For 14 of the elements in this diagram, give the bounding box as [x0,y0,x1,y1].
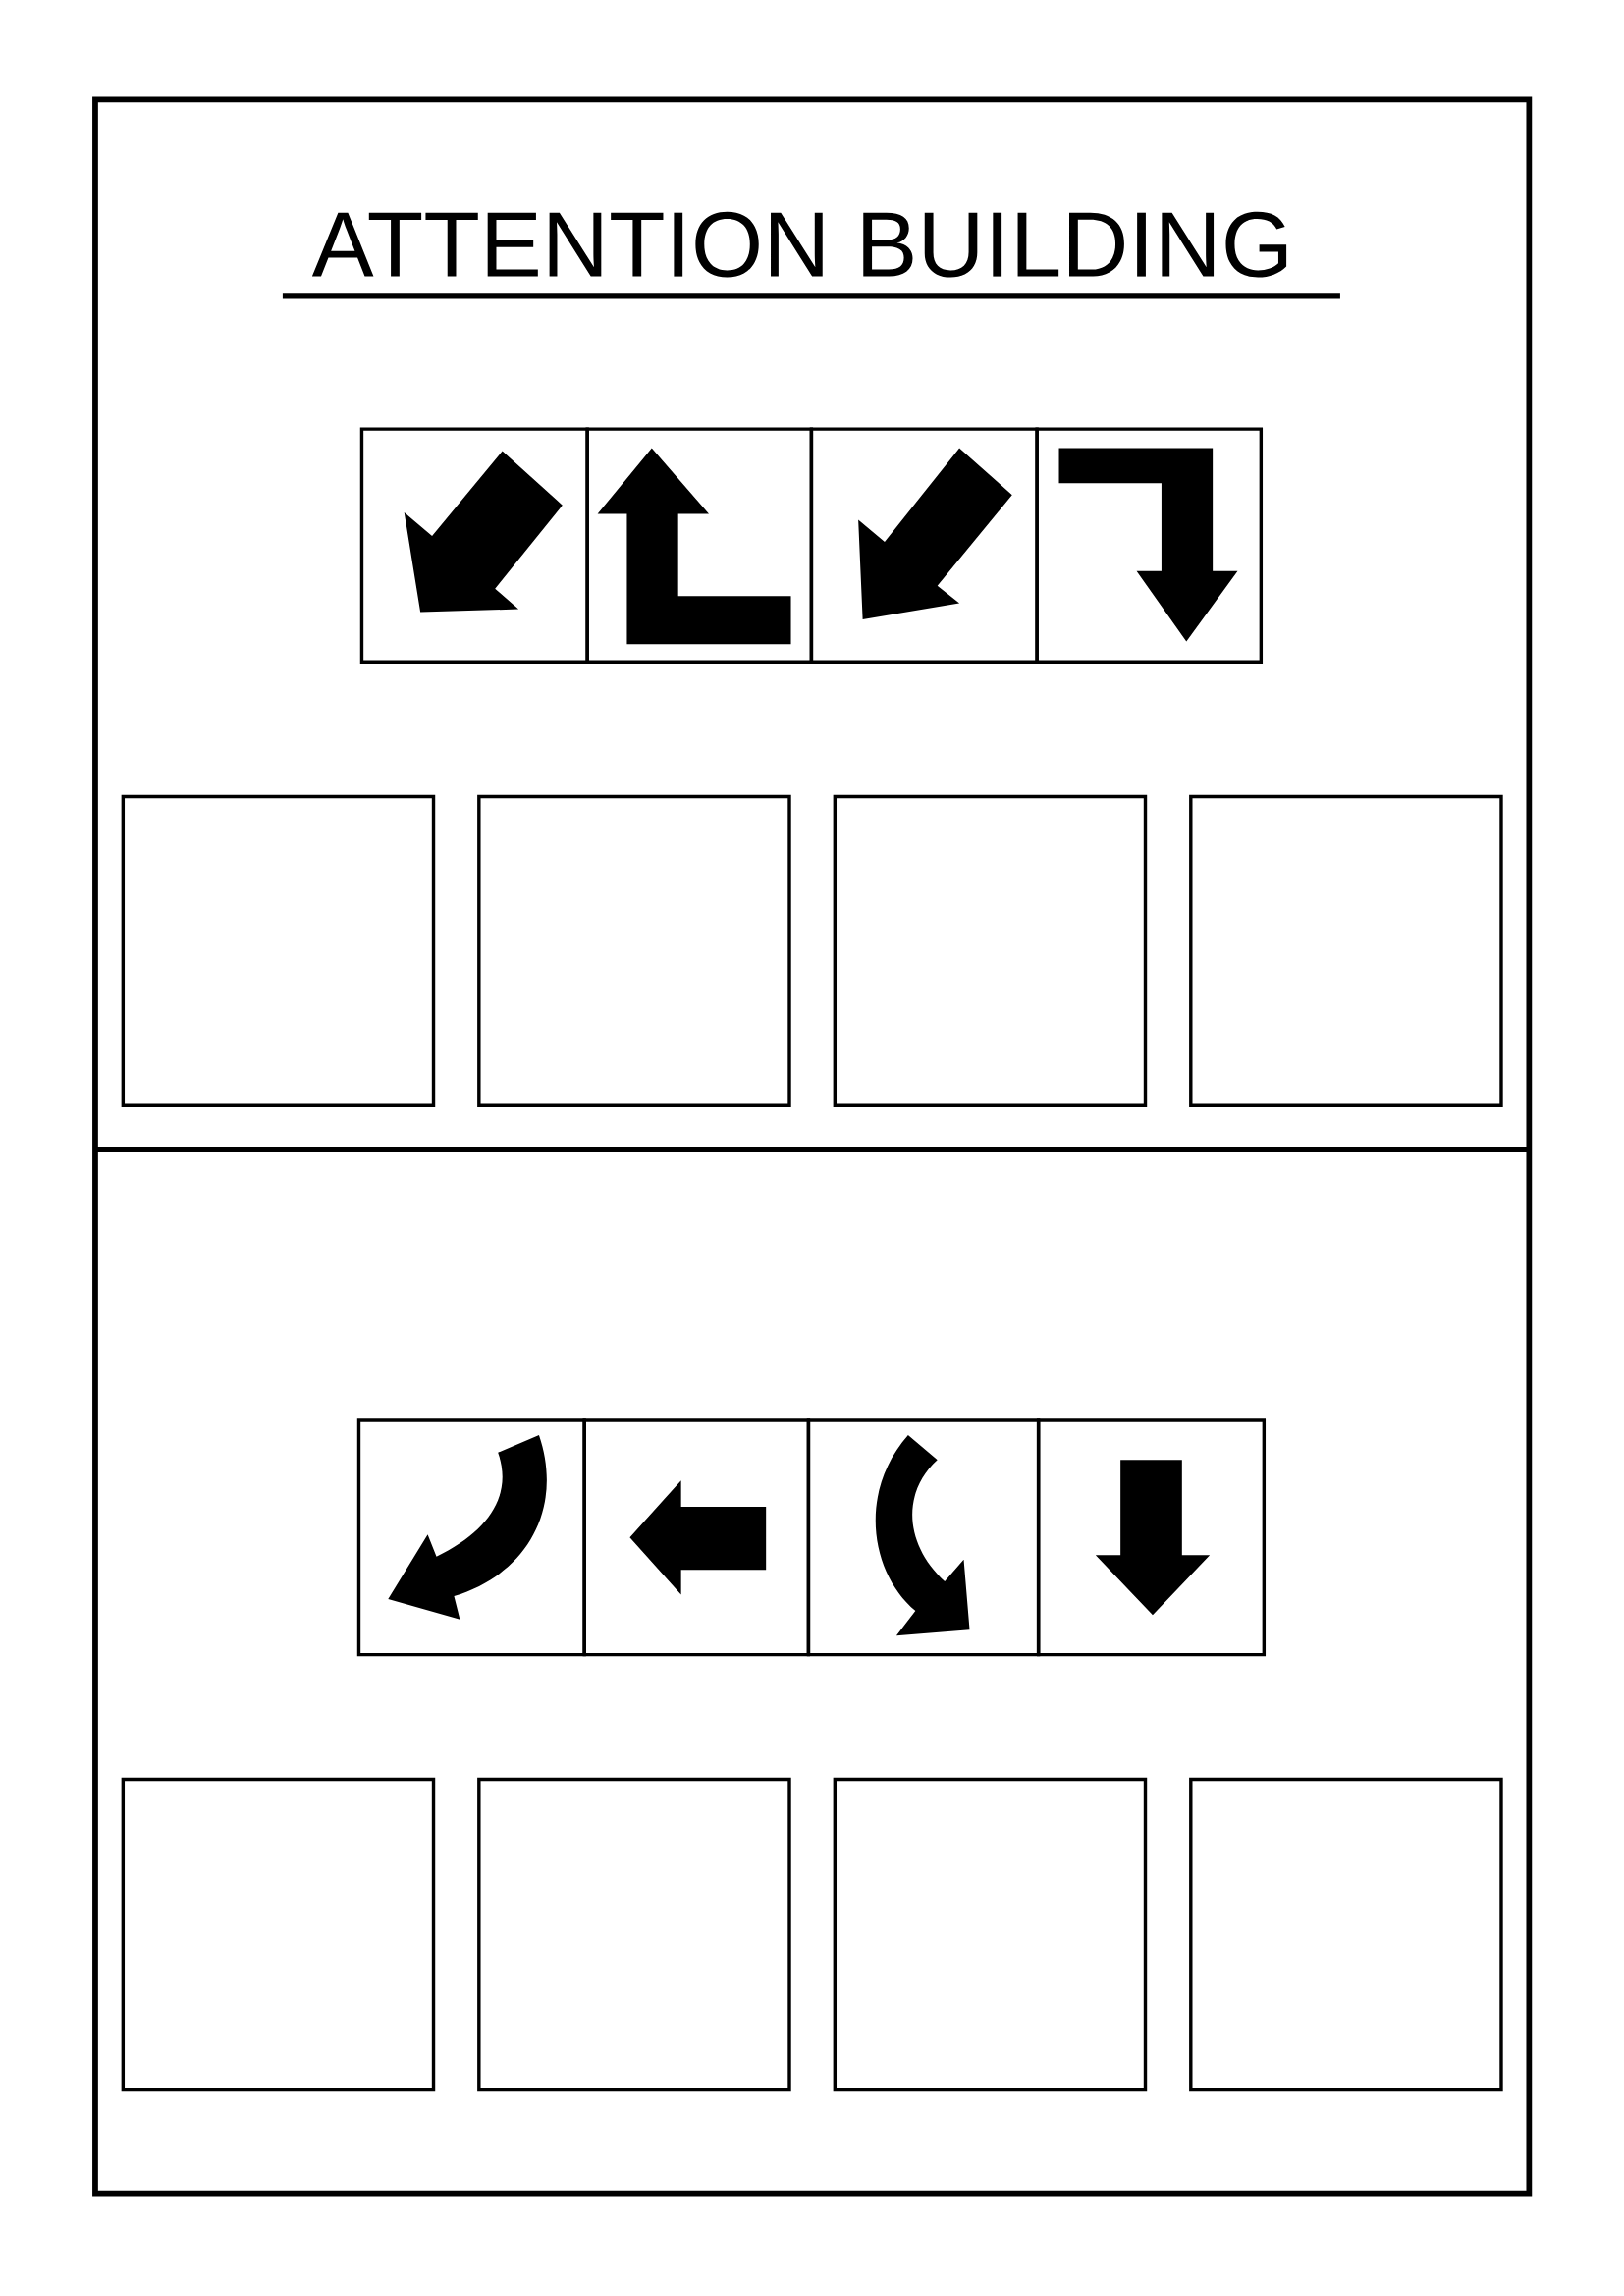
answer-box [476,794,791,1107]
answer-box [1188,794,1503,1107]
answer-box [1188,1777,1503,2092]
arrow-card [1035,427,1263,664]
answer-box [833,1777,1148,2092]
answer-box [833,794,1148,1107]
title: ATTENTION BUILDING [311,211,1286,278]
answer-box [121,1777,436,2092]
arrow-card [582,1418,810,1657]
arrow-card [585,427,813,664]
answer-box [476,1777,791,2092]
arrow-card [356,1418,586,1657]
answer-box [121,794,436,1107]
arrow-card [1036,1418,1266,1657]
